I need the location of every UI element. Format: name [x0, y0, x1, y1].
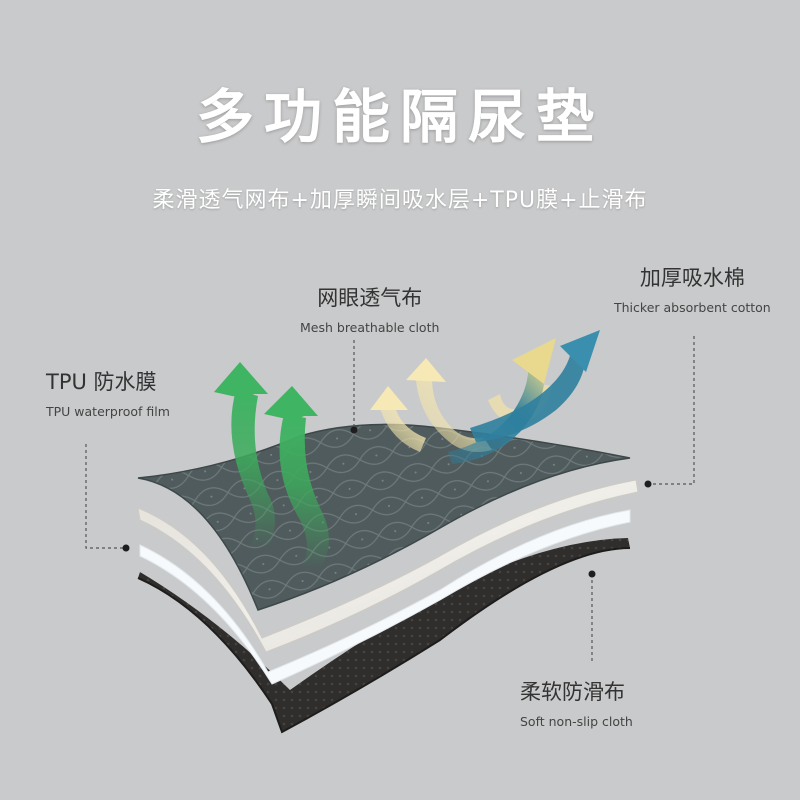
green-upward-arrow-icon: [264, 386, 329, 570]
label-tpu-cn: TPU 防水膜: [46, 370, 157, 394]
label-mesh-cloth: 网眼透气布 Mesh breathable cloth: [300, 282, 439, 335]
label-slip-en: Soft non-slip cloth: [520, 714, 633, 729]
tpu-film-layer: [139, 509, 631, 685]
label-mesh-en: Mesh breathable cloth: [300, 320, 440, 335]
label-slip-cn: 柔软防滑布: [520, 680, 625, 704]
label-absorbent-cotton: 加厚吸水棉 Thicker absorbent cotton: [614, 262, 771, 315]
non-slip-layer: [138, 538, 630, 732]
page-subtitle: 柔滑透气网布+加厚瞬间吸水层+TPU膜+止滑布: [152, 188, 648, 213]
absorbent-cotton-layer: [137, 479, 639, 653]
page-title: 多功能隔尿垫: [195, 83, 604, 151]
label-non-slip-cloth: 柔软防滑布 Soft non-slip cloth: [520, 676, 633, 729]
label-tpu-film: TPU 防水膜 TPU waterproof film: [46, 366, 170, 419]
green-upward-arrow-icon: [214, 362, 275, 550]
label-cotton-cn: 加厚吸水棉: [639, 266, 745, 290]
yellow-curved-arrow-icon: [370, 386, 426, 452]
leader-lines: [85, 336, 695, 662]
label-cotton-en: Thicker absorbent cotton: [614, 300, 771, 315]
label-tpu-en: TPU waterproof film: [46, 404, 170, 419]
blue-curved-arrow-icon: [470, 330, 600, 442]
label-mesh-cn: 网眼透气布: [317, 286, 423, 310]
leader-dots: [122, 426, 652, 578]
mesh-cloth-layer: [137, 423, 631, 611]
